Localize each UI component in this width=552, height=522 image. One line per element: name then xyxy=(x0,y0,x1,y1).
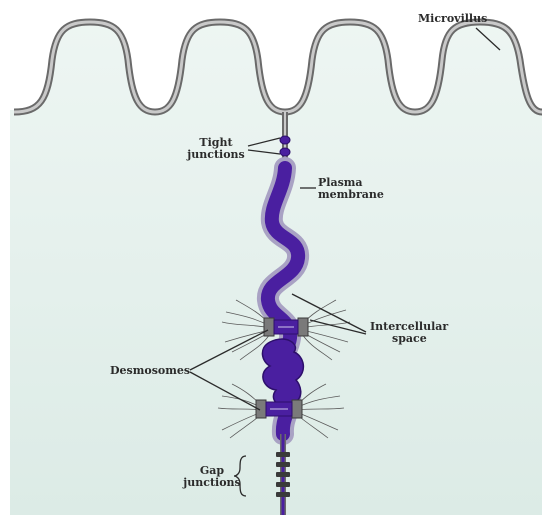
label-microvillus: Microvillus xyxy=(418,12,487,25)
label-intercellular-space-2: space xyxy=(392,332,427,345)
label-desmosomes: Desmosomes xyxy=(110,364,190,377)
label-tight-junctions-2: junctions xyxy=(186,148,244,161)
label-plasma-membrane-2: membrane xyxy=(318,188,384,201)
label-gap-junctions-2: junctions xyxy=(182,476,240,489)
